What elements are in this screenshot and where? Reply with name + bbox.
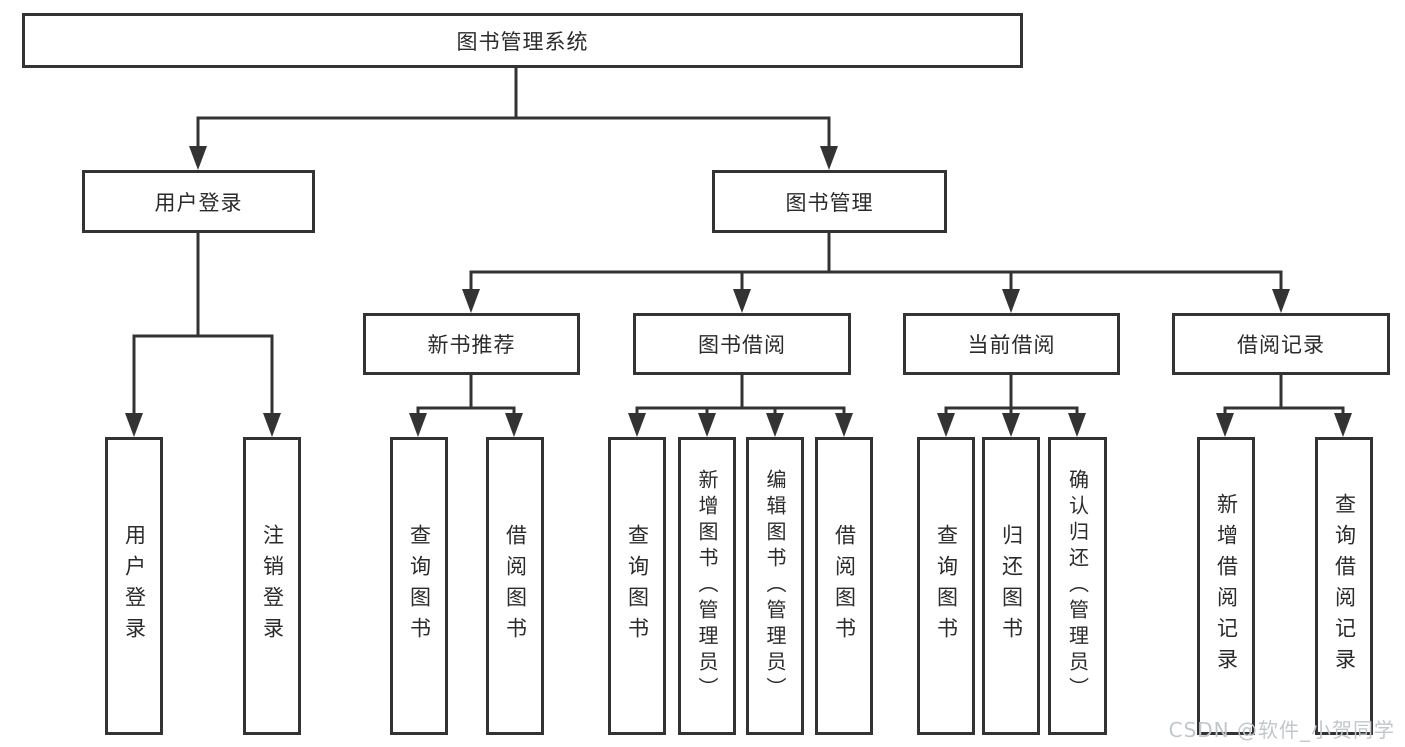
leaf-query-borrow-record-label: 查询借阅记录 — [1332, 493, 1357, 679]
leaf-add-book-admin-label: 新增图书（管理员） — [695, 469, 719, 703]
leaf-query-books-recommend-label: 查询图书 — [407, 524, 432, 648]
node-current-borrowing: 当前借阅 — [903, 313, 1120, 375]
leaf-borrow-books-recommend-label: 借阅图书 — [503, 524, 528, 648]
node-borrowing-records: 借阅记录 — [1172, 313, 1390, 375]
leaf-query-books-borrow: 查询图书 — [608, 437, 666, 735]
leaf-borrow-books-recommend: 借阅图书 — [486, 437, 544, 735]
node-book-management: 图书管理 — [712, 170, 947, 233]
leaf-borrow-books: 借阅图书 — [815, 437, 873, 735]
node-user-login-branch: 用户登录 — [82, 170, 315, 233]
leaf-logout: 注销登录 — [243, 437, 301, 735]
node-library-management-system: 图书管理系统 — [22, 13, 1023, 68]
leaf-confirm-return-admin: 确认归还（管理员） — [1048, 437, 1107, 735]
leaf-add-borrow-record: 新增借阅记录 — [1197, 437, 1255, 735]
arrowheads — [125, 146, 1352, 437]
leaf-query-books-recommend: 查询图书 — [390, 437, 448, 735]
leaf-user-login-label: 用户登录 — [122, 524, 147, 648]
leaf-query-books-current-label: 查询图书 — [934, 524, 959, 648]
leaf-confirm-return-admin-label: 确认归还（管理员） — [1065, 469, 1090, 703]
leaf-query-books-current: 查询图书 — [917, 437, 975, 735]
leaf-return-book-label: 归还图书 — [999, 524, 1024, 648]
leaf-edit-book-admin-label: 编辑图书（管理员） — [763, 469, 787, 703]
node-book-borrowing: 图书借阅 — [633, 313, 851, 375]
leaf-return-book: 归还图书 — [982, 437, 1040, 735]
leaf-user-login: 用户登录 — [105, 437, 163, 735]
leaf-logout-label: 注销登录 — [260, 524, 285, 648]
leaf-add-book-admin: 新增图书（管理员） — [678, 437, 736, 735]
leaf-query-borrow-record: 查询借阅记录 — [1315, 437, 1373, 735]
node-new-book-recommend: 新书推荐 — [363, 313, 580, 375]
leaf-add-borrow-record-label: 新增借阅记录 — [1214, 493, 1239, 679]
leaf-edit-book-admin: 编辑图书（管理员） — [746, 437, 804, 735]
leaf-query-books-borrow-label: 查询图书 — [625, 524, 650, 648]
leaf-borrow-books-label: 借阅图书 — [832, 524, 857, 648]
